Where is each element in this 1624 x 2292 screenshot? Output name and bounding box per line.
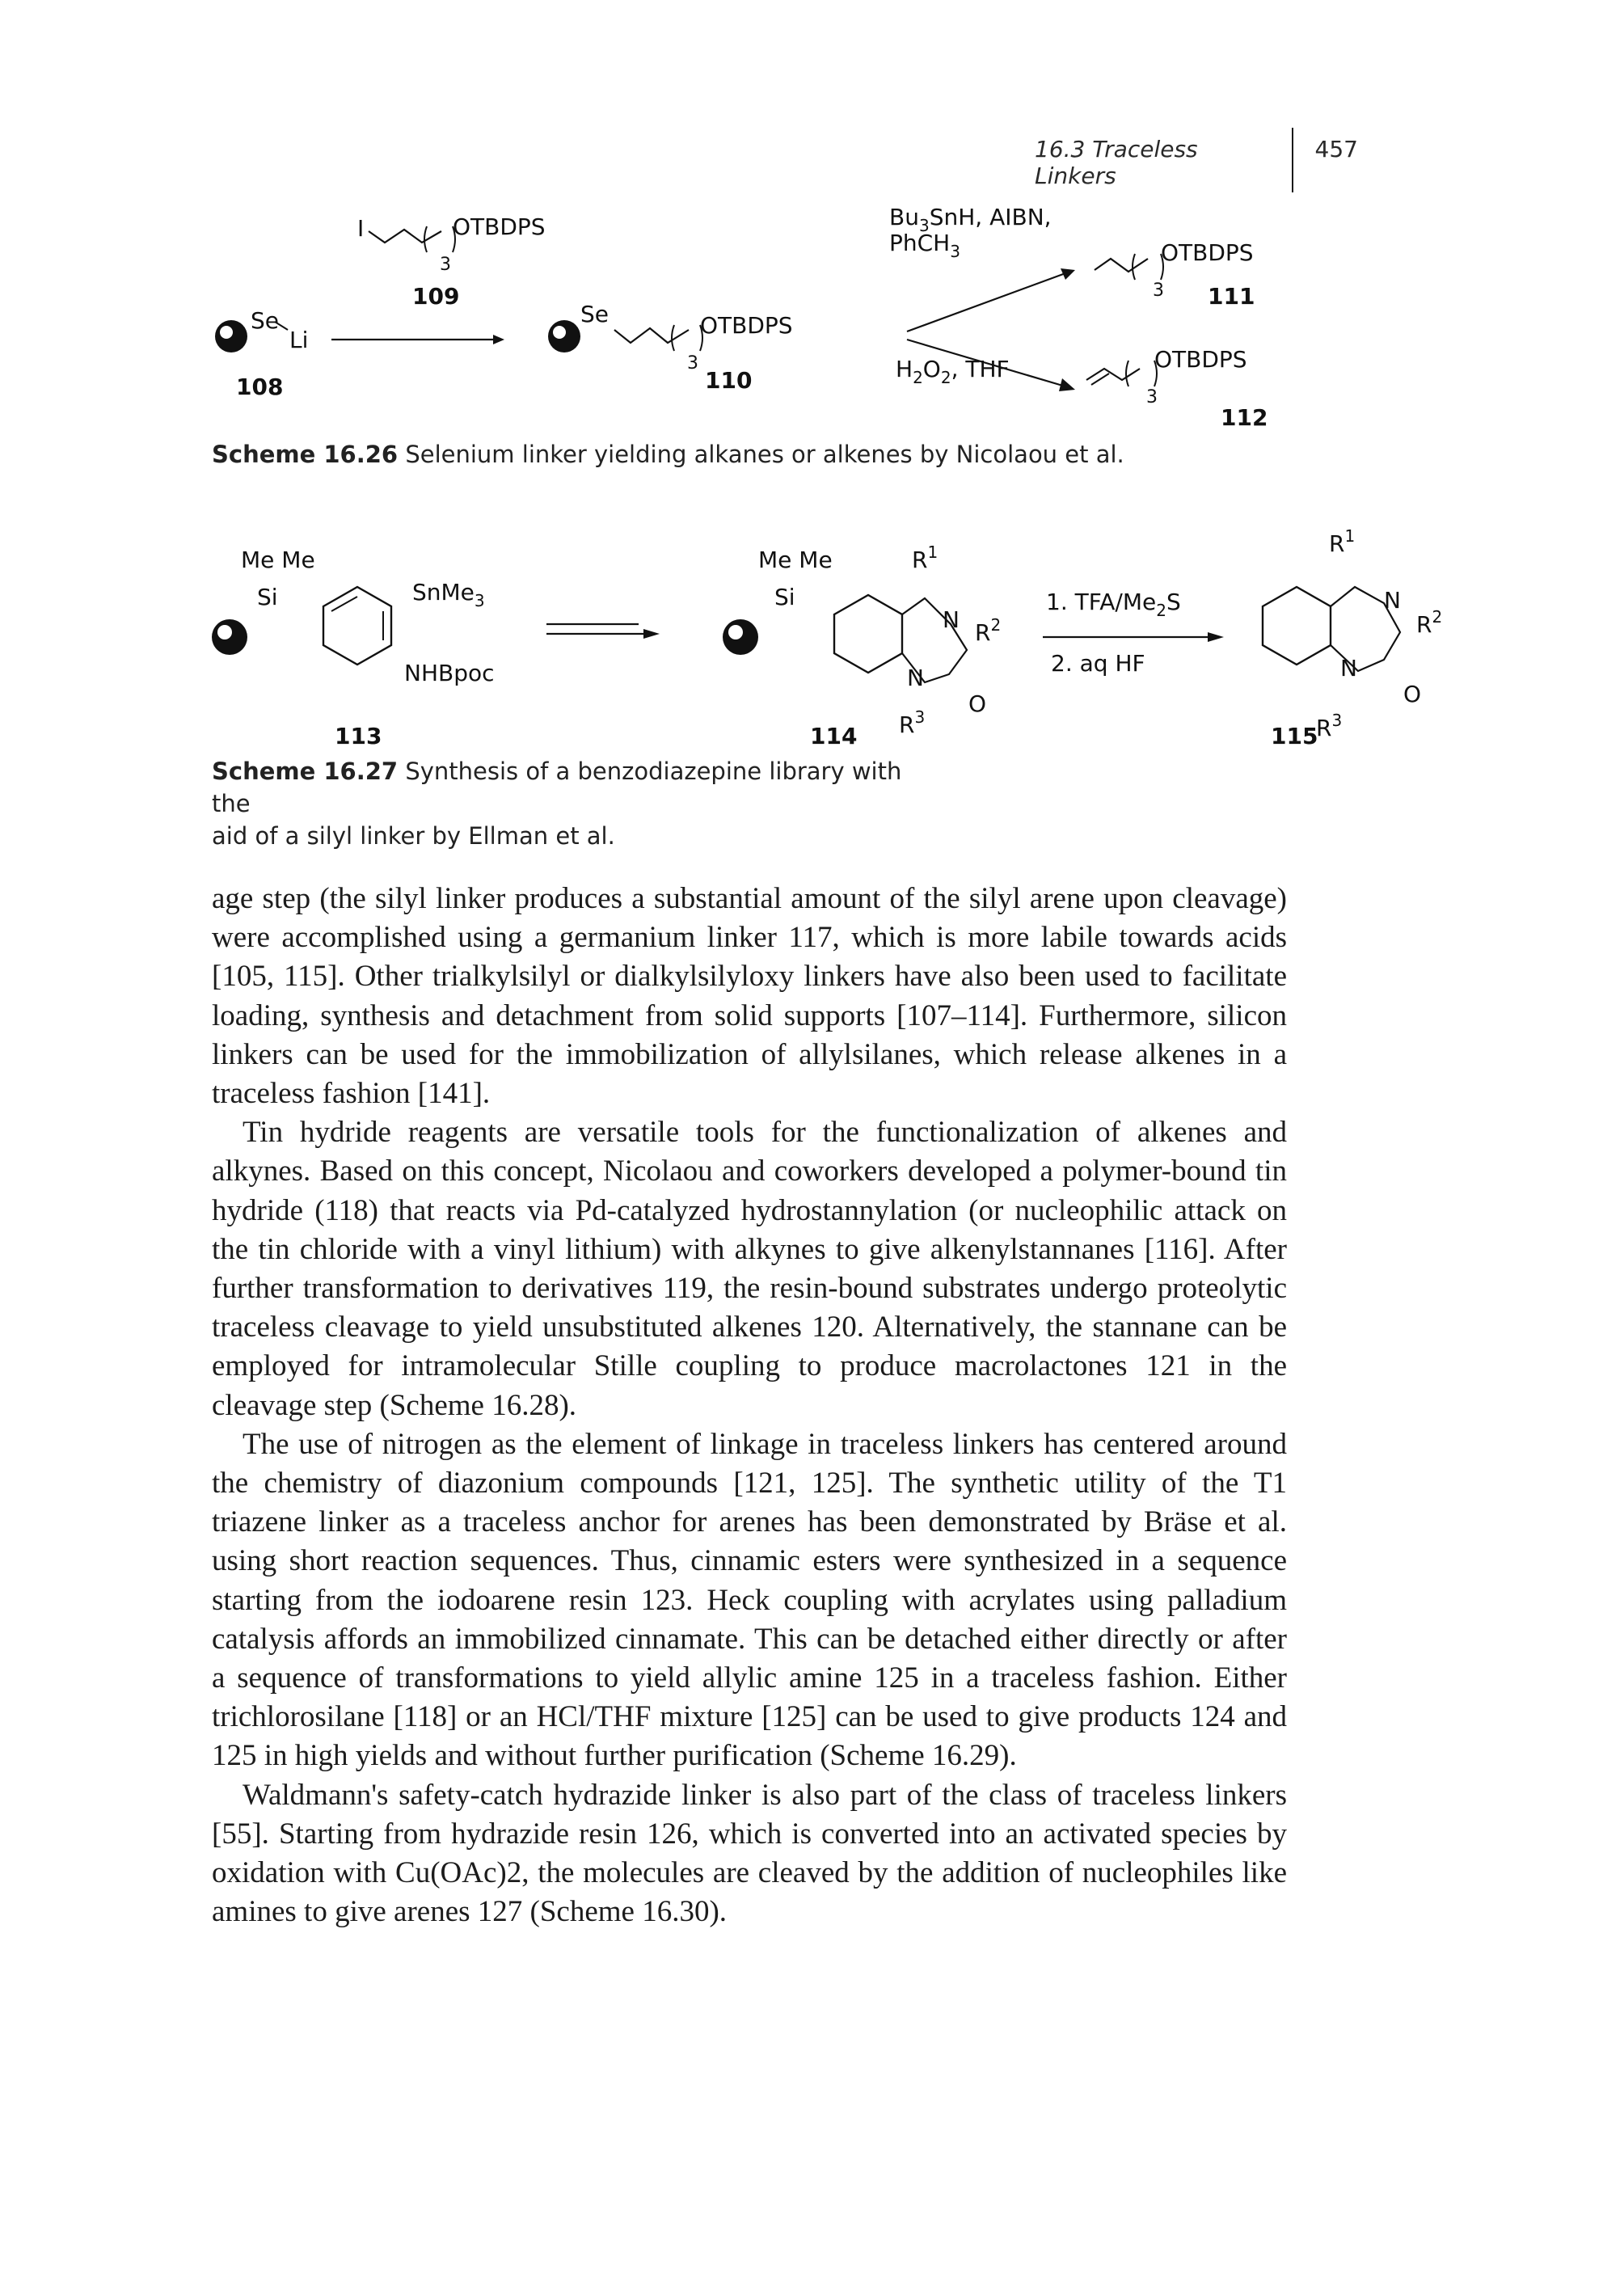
n-bottom-115: N xyxy=(1340,655,1357,682)
r2-115: R2 xyxy=(1416,607,1442,638)
compound-110: 110 xyxy=(705,367,752,394)
caption-text-16-27-line1: Synthesis of a benzodiazepine library wi… xyxy=(212,758,902,817)
nhbpoc-label: NHBpoc xyxy=(404,660,495,686)
se-label-108: Se xyxy=(251,307,279,334)
cond-1: 1. TFA/Me2S xyxy=(1046,589,1181,620)
r3-115: R3 xyxy=(1316,711,1342,741)
snme3-label: SnMe3 xyxy=(412,579,485,610)
r3-114: R3 xyxy=(899,707,925,738)
compound-112: 112 xyxy=(1221,404,1268,431)
sub3-109: 3 xyxy=(440,255,451,275)
caption-label-16-26: Scheme 16.26 xyxy=(212,441,399,468)
r1-114: R1 xyxy=(912,542,938,573)
otbdps-label-112: OTBDPS xyxy=(1154,346,1247,373)
paragraph-2: Tin hydride reagents are versatile tools… xyxy=(212,1116,1287,1422)
running-title: 16.3 Traceless Linkers xyxy=(1035,136,1198,189)
compound-115: 115 xyxy=(1271,723,1318,749)
me-me-114: Me Me xyxy=(758,547,833,573)
compound-108: 108 xyxy=(236,374,283,400)
otbdps-label-111: OTBDPS xyxy=(1161,239,1254,266)
se-label-110: Se xyxy=(580,301,609,327)
otbdps-label-109: OTBDPS xyxy=(453,213,546,240)
caption-label-16-27: Scheme 16.27 xyxy=(212,758,399,785)
compound-114: 114 xyxy=(810,723,857,749)
scheme-16-27-figure: Me Me Si SnMe3 NHBpoc 113 Me Me Si R1 N … xyxy=(212,526,1442,749)
o-114: O xyxy=(968,690,986,717)
n-bottom-114: N xyxy=(907,665,924,691)
r1-115: R1 xyxy=(1329,526,1355,557)
cond-top-1: Bu3SnH, AIBN, xyxy=(889,204,1052,235)
o-115: O xyxy=(1403,681,1421,707)
caption-16-27: Scheme 16.27 Synthesis of a benzodiazepi… xyxy=(212,755,939,852)
paragraph-3: The use of nitrogen as the element of li… xyxy=(212,1427,1287,1773)
caption-text-16-26: Selenium linker yielding alkanes or alke… xyxy=(405,441,1124,468)
r2-114: R2 xyxy=(975,615,1001,646)
sub3-110: 3 xyxy=(687,353,698,374)
li-label-108: Li xyxy=(289,327,308,353)
caption-16-26: Scheme 16.26 Selenium linker yielding al… xyxy=(212,438,1124,471)
compound-113: 113 xyxy=(335,723,382,749)
caption-text-16-27-line2: aid of a silyl linker by Ellman et al. xyxy=(212,822,615,850)
me-me-113: Me Me xyxy=(241,547,315,573)
body-text: age step (the silyl linker produces a su… xyxy=(212,880,1287,1931)
arrow-to-112 xyxy=(906,338,1066,388)
compound-111: 111 xyxy=(1208,283,1255,310)
cond-2: 2. aq HF xyxy=(1051,650,1145,677)
compound-109: 109 xyxy=(412,283,459,310)
paragraph-1: age step (the silyl linker produces a su… xyxy=(212,882,1287,1111)
header-rule xyxy=(1292,128,1293,192)
scheme-16-26-figure: Se Li 108 I OTBDPS 3 109 Se OTBDPS 3 110… xyxy=(215,204,1268,431)
cond-top-2: PhCH3 xyxy=(889,230,960,261)
si-label-113: Si xyxy=(257,584,278,610)
arrow-to-111 xyxy=(906,272,1066,333)
paragraph-4: Waldmann's safety-catch hydrazide linker… xyxy=(212,1778,1287,1929)
i-label-109: I xyxy=(357,215,364,242)
si-label-114: Si xyxy=(774,584,795,610)
sub3-112: 3 xyxy=(1146,387,1158,407)
n-top-114: N xyxy=(943,606,960,633)
cond-bottom: H2O2, THF xyxy=(896,356,1010,387)
running-header: 16.3 Traceless Linkers 457 xyxy=(1035,128,1374,192)
n-top-115: N xyxy=(1384,587,1401,614)
page-number: 457 xyxy=(1314,136,1358,163)
otbdps-label-110: OTBDPS xyxy=(700,312,793,339)
sub3-111: 3 xyxy=(1153,281,1164,301)
